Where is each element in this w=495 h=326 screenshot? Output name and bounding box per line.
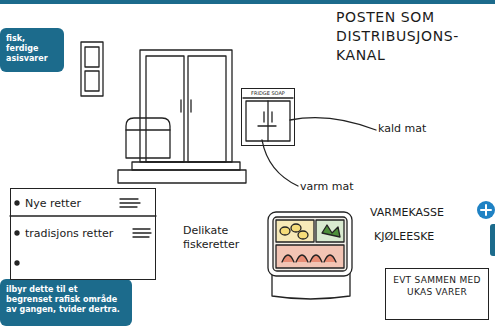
package bbox=[126, 118, 170, 158]
node-text: FRIDGE SOAP bbox=[242, 91, 294, 96]
fridge-box: FRIDGE SOAP bbox=[241, 88, 295, 146]
door bbox=[140, 50, 232, 162]
window bbox=[81, 42, 103, 96]
node-text: ilbyr dette til et begrenset rafisk områ… bbox=[6, 285, 126, 315]
info-box: fisk, ferdige asisvarer bbox=[0, 28, 64, 72]
annotation: kald mat bbox=[378, 122, 448, 136]
leader-line bbox=[262, 140, 298, 186]
node-text: EVT SAMMEN MED UKAS VARER bbox=[390, 274, 484, 298]
annotation: VARMEKASSE bbox=[370, 206, 470, 220]
page-title: POSTEN SOM DISTRIBUSJONS-KANAL bbox=[336, 8, 471, 65]
fridge-box-detail bbox=[243, 98, 293, 141]
delicacy-tray bbox=[268, 212, 352, 299]
steps bbox=[118, 162, 246, 183]
annotation: KJØLEESKE bbox=[374, 230, 474, 244]
node-text: tradisjons retter bbox=[11, 219, 155, 249]
info-box: ilbyr dette til et begrenset rafisk områ… bbox=[0, 279, 132, 326]
node-text: Nye retter bbox=[11, 189, 155, 219]
leader-line bbox=[290, 118, 376, 130]
note-box: EVT SAMMEN MED UKAS VARER bbox=[385, 268, 489, 320]
list-box: Nye rettertradisjons retter bbox=[10, 188, 156, 280]
side-tab bbox=[490, 224, 495, 256]
plus-button bbox=[477, 201, 495, 219]
node-text: fisk, ferdige asisvarer bbox=[6, 34, 58, 64]
top-strip bbox=[0, 0, 495, 4]
annotation: varm mat bbox=[300, 180, 370, 194]
annotation: Delikate fiskeretter bbox=[183, 224, 263, 252]
